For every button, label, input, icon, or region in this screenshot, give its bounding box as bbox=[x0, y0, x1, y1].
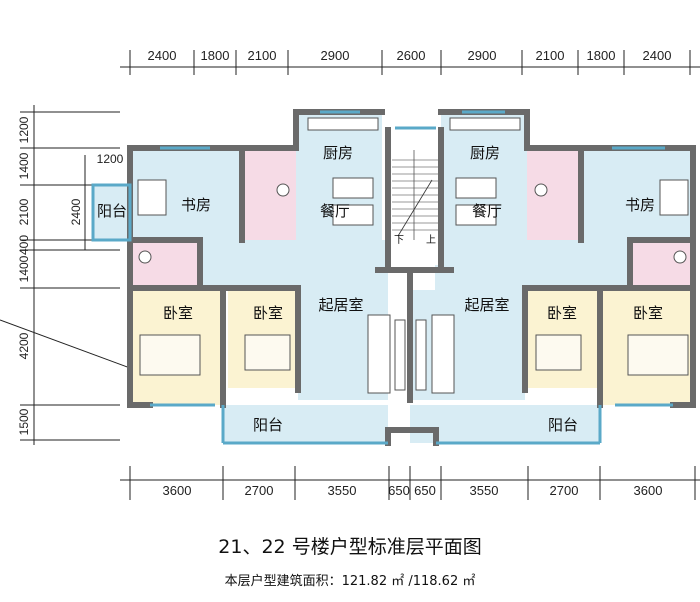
windows bbox=[91, 110, 673, 445]
plan-subtitle: 本层户型建筑面积：121.82 ㎡ /118.62 ㎡ bbox=[224, 574, 476, 589]
bottom-dim-8: 3600 bbox=[634, 483, 663, 498]
bottom-dim-2: 2700 bbox=[245, 483, 274, 498]
stair-down-label: 下 bbox=[394, 235, 404, 246]
room-balcony-small: 阳台 bbox=[97, 202, 127, 220]
furniture bbox=[137, 117, 689, 394]
plan-title: 21、22 号楼户型标准层平面图 bbox=[218, 536, 482, 558]
room-bedroom2-right: 卧室 bbox=[633, 304, 663, 322]
left-dim-3: 2100 bbox=[17, 198, 31, 225]
left-dim-6: 4200 bbox=[17, 332, 31, 359]
room-fills bbox=[93, 112, 695, 443]
room-study-right: 书房 bbox=[625, 196, 655, 214]
left-inner-dim-2: 2400 bbox=[69, 198, 83, 225]
room-study-left: 书房 bbox=[181, 196, 211, 214]
room-living-left: 起居室 bbox=[318, 296, 363, 314]
left-dim-2: 1400 bbox=[17, 152, 31, 179]
top-dim-5: 2600 bbox=[397, 48, 426, 63]
top-dim-1: 2400 bbox=[148, 48, 177, 63]
stair bbox=[392, 150, 438, 240]
top-dim-6: 2900 bbox=[468, 48, 497, 63]
stair-up-label: 上 bbox=[426, 234, 436, 246]
floor-plan: 2400 1800 2100 2900 2600 2900 2100 1800 … bbox=[0, 48, 700, 500]
left-dim-1: 1200 bbox=[17, 116, 31, 143]
room-bedroom1-left: 卧室 bbox=[163, 304, 193, 322]
room-kitchen-right: 厨房 bbox=[470, 144, 500, 162]
top-dimension-labels: 2400 1800 2100 2900 2600 2900 2100 1800 … bbox=[148, 48, 672, 63]
room-living-right: 起居室 bbox=[464, 296, 509, 314]
bottom-dim-5: 650 bbox=[414, 483, 436, 498]
room-balcony-right: 阳台 bbox=[548, 416, 578, 434]
bottom-dimension-line bbox=[120, 466, 700, 500]
left-dim-5: 1400 bbox=[17, 255, 31, 282]
room-kitchen-left: 厨房 bbox=[323, 144, 353, 162]
bottom-dim-7: 2700 bbox=[550, 483, 579, 498]
bottom-dim-3: 3550 bbox=[328, 483, 357, 498]
top-dim-4: 2900 bbox=[321, 48, 350, 63]
left-dim-7: 1500 bbox=[17, 408, 31, 435]
room-dining-right: 餐厅 bbox=[472, 202, 502, 220]
bottom-dimension-labels: 3600 2700 3550 650 650 3550 2700 3600 bbox=[163, 483, 663, 498]
bottom-dim-1: 3600 bbox=[163, 483, 192, 498]
room-bedroom2-left: 卧室 bbox=[253, 304, 283, 322]
left-dimension-line bbox=[0, 105, 131, 445]
bottom-dim-6: 3550 bbox=[470, 483, 499, 498]
left-inner-dim-1: 1200 bbox=[97, 152, 124, 166]
top-dimension-line bbox=[120, 50, 700, 75]
top-dim-7: 2100 bbox=[536, 48, 565, 63]
top-dim-3: 2100 bbox=[248, 48, 277, 63]
room-dining-left: 餐厅 bbox=[320, 202, 350, 220]
top-dim-9: 2400 bbox=[643, 48, 672, 63]
left-dimension-labels: 1200 1400 2100 400 1400 4200 1500 1200 2… bbox=[17, 116, 124, 435]
left-dim-4: 400 bbox=[17, 235, 31, 255]
room-labels: 书房 厨房 餐厅 厨房 餐厅 书房 阳台 起居室 起居室 卧室 卧室 卧室 卧室… bbox=[97, 144, 663, 434]
bottom-dim-4: 650 bbox=[388, 483, 410, 498]
room-balcony-left: 阳台 bbox=[253, 416, 283, 434]
room-bedroom1-right: 卧室 bbox=[547, 304, 577, 322]
top-dim-2: 1800 bbox=[201, 48, 230, 63]
top-dim-8: 1800 bbox=[587, 48, 616, 63]
